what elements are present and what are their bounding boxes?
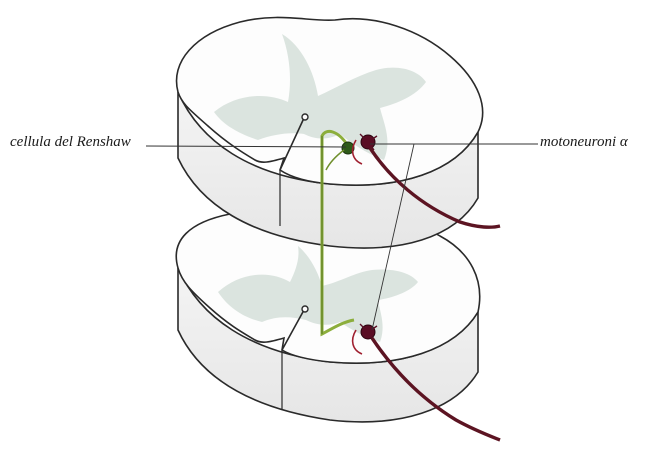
renshaw-cell-label: cellula del Renshaw bbox=[10, 134, 131, 151]
alpha-motoneurons-label: motoneuroni α bbox=[540, 134, 628, 151]
